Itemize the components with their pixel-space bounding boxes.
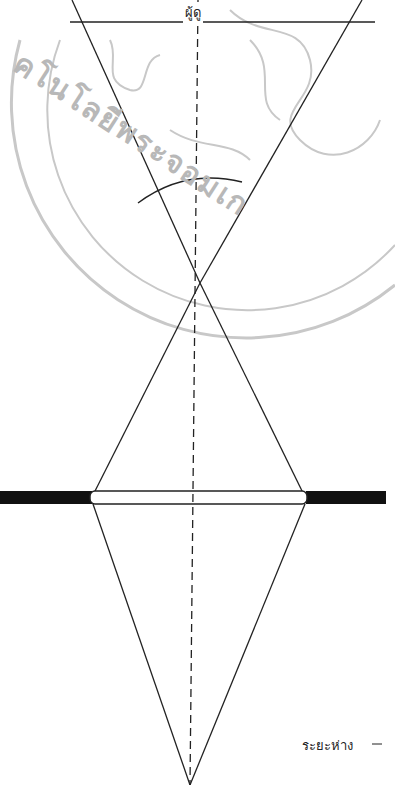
aperture-plate (0, 491, 92, 504)
ray-line (200, 0, 362, 283)
seal-dragon (230, 10, 380, 155)
seal-dragon (250, 40, 280, 120)
view-line (70, 21, 375, 23)
ray-line (92, 283, 200, 497)
ray-line (93, 504, 190, 785)
lens (90, 491, 307, 504)
optical-axis (190, 0, 198, 785)
note-dash (372, 744, 382, 745)
watermark-text: คโนโลยีพระจอมเก (4, 40, 259, 228)
aperture-plate (306, 491, 386, 504)
ray-line (200, 283, 305, 497)
ray-line (190, 504, 305, 785)
viewer-label: ผู้ดู (183, 2, 203, 23)
distance-note: ระยะห่าง (300, 735, 355, 756)
seal-emblem (110, 40, 160, 90)
